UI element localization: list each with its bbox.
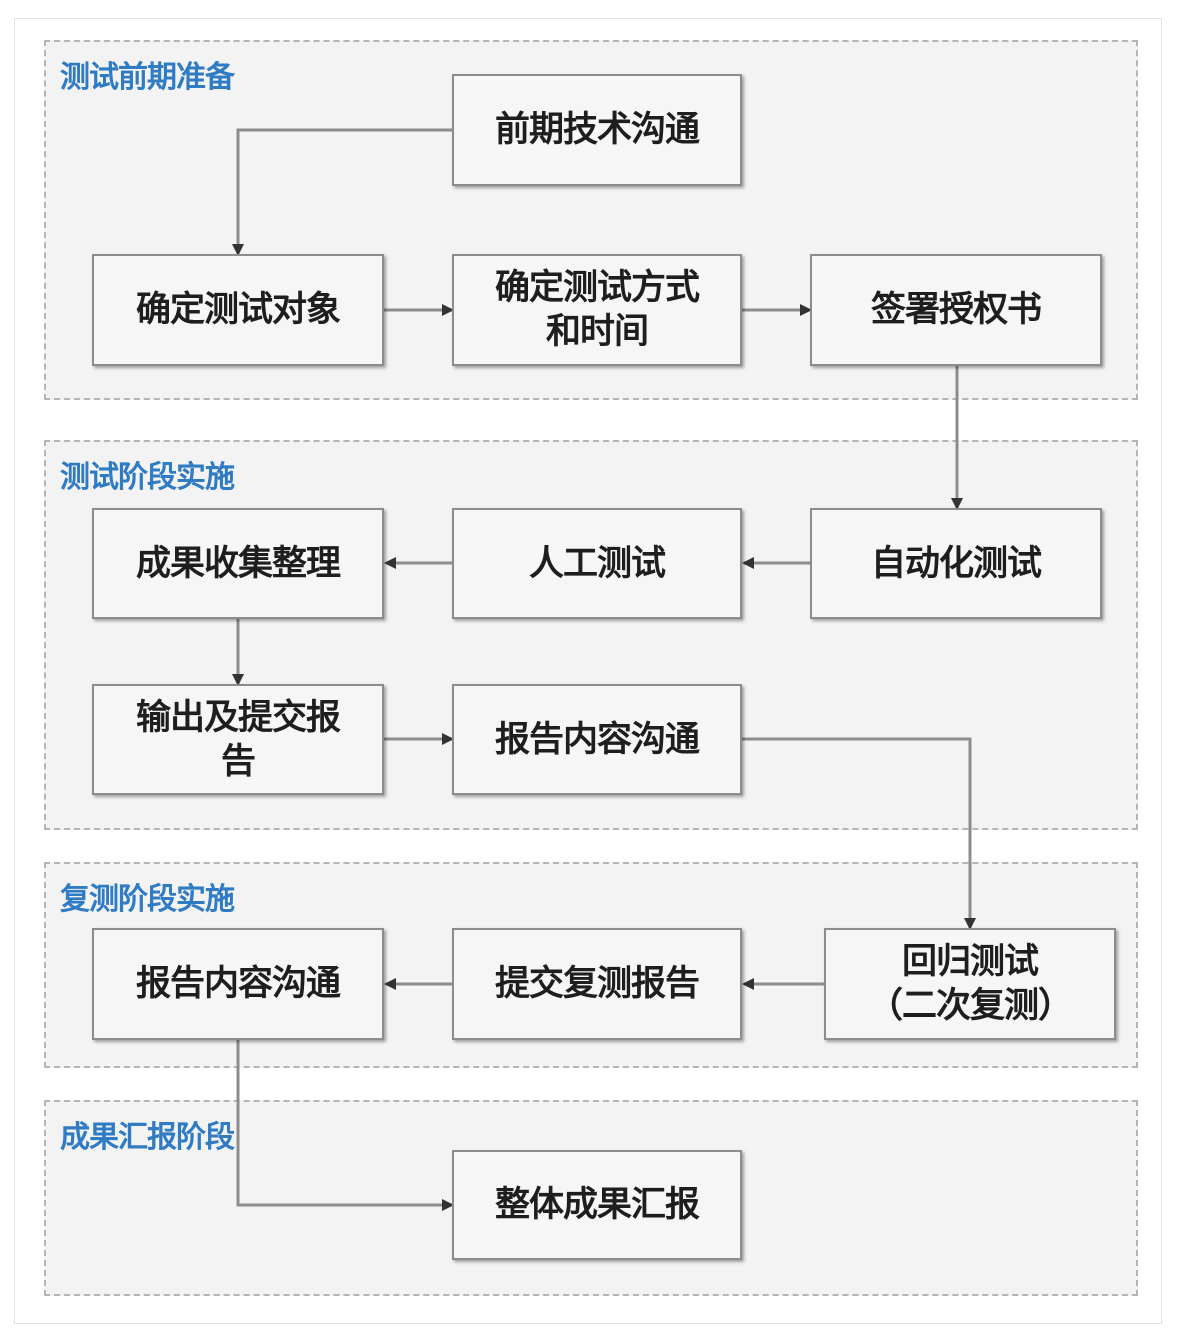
box-report-comm-2: 报告内容沟通 [92, 928, 384, 1040]
diagram-frame [14, 18, 1162, 1324]
box-determine-target: 确定测试对象 [92, 254, 384, 366]
box-sign-auth: 签署授权书 [810, 254, 1102, 366]
box-label: 整体成果汇报 [494, 1185, 700, 1225]
stage-title-retest: 复测阶段实施 [60, 882, 235, 917]
box-tech-comm: 前期技术沟通 [452, 74, 742, 186]
box-label: 确定测试对象 [135, 290, 341, 330]
box-collect-results: 成果收集整理 [92, 508, 384, 619]
box-label: 自动化测试 [870, 543, 1042, 584]
box-label: 提交复测报告 [494, 964, 700, 1004]
box-label: 报告内容沟通 [494, 719, 700, 760]
box-regression-test: 回归测试 （二次复测） [824, 928, 1116, 1040]
stage-title-impl: 测试阶段实施 [60, 460, 235, 495]
box-label: 签署授权书 [870, 290, 1042, 330]
stage-title-prep: 测试前期准备 [60, 60, 235, 95]
box-label: 输出及提交报 告 [135, 697, 341, 782]
box-auto-test: 自动化测试 [810, 508, 1102, 619]
box-manual-test: 人工测试 [452, 508, 742, 619]
box-overall-report: 整体成果汇报 [452, 1150, 742, 1260]
box-label: 前期技术沟通 [494, 110, 700, 150]
box-determine-method: 确定测试方式 和时间 [452, 254, 742, 366]
box-report-comm-1: 报告内容沟通 [452, 684, 742, 795]
box-label: 人工测试 [528, 543, 666, 584]
box-submit-retest-report: 提交复测报告 [452, 928, 742, 1040]
box-label: 回归测试 （二次复测） [867, 942, 1073, 1026]
box-label: 成果收集整理 [135, 543, 341, 584]
box-output-report: 输出及提交报 告 [92, 684, 384, 795]
box-label: 报告内容沟通 [135, 964, 341, 1004]
box-label: 确定测试方式 和时间 [494, 268, 700, 352]
stage-title-report: 成果汇报阶段 [60, 1120, 235, 1155]
